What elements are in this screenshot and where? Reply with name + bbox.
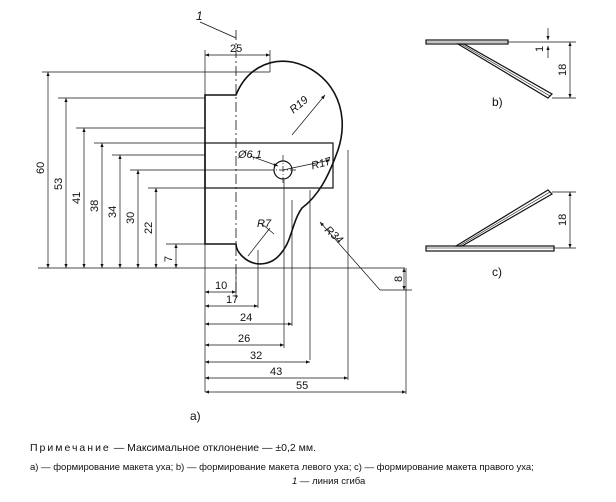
note-legend-1-text: — линия сгиба <box>297 476 366 487</box>
dim-38: 38 <box>89 200 101 212</box>
dim-43: 43 <box>270 366 282 378</box>
dim-41: 41 <box>71 192 83 204</box>
vertical-dimensions <box>38 71 405 269</box>
dim-26: 26 <box>238 333 250 345</box>
dim-55: 55 <box>296 380 308 392</box>
view-b-dim: 18 <box>557 64 569 76</box>
view-b-profile <box>425 28 576 99</box>
dim-r7: R7 <box>257 218 272 230</box>
dim-53: 53 <box>53 178 65 190</box>
dim-r34: R34 <box>322 224 345 246</box>
note-deviation: Примечание — Максимальное отклонение — ±… <box>30 442 316 454</box>
note-prim-text: — Максимальное отклонение — ±0,2 мм. <box>110 442 317 454</box>
callout-number: 1 <box>196 9 203 23</box>
dim-32: 32 <box>250 350 262 362</box>
view-c-dim: 18 <box>557 214 569 226</box>
dim-hole-diameter: Ø6,1 <box>237 149 262 161</box>
view-c-label: c) <box>492 265 502 279</box>
view-b-dim-small: 1 <box>534 46 546 52</box>
dim-22: 22 <box>143 222 155 234</box>
view-c-profile <box>425 189 576 252</box>
horizontal-dimensions <box>204 50 412 394</box>
dim-10: 10 <box>215 280 227 292</box>
dim-r17: R17 <box>310 155 333 172</box>
dim-30: 30 <box>125 212 137 224</box>
dim-top-width: 25 <box>230 43 242 55</box>
dim-17: 17 <box>226 294 238 306</box>
dim-34: 34 <box>107 206 119 218</box>
note-legend-bend: 1 — линия сгиба <box>292 476 365 487</box>
dim-r19: R19 <box>288 94 311 116</box>
dim-8: 8 <box>393 276 405 282</box>
note-legend-1: 1 <box>292 476 298 487</box>
view-b-label: b) <box>492 95 503 109</box>
callout-leader <box>199 21 237 39</box>
dim-7: 7 <box>163 256 175 262</box>
note-legend: a) — формирование макета уха; b) — форми… <box>30 462 534 473</box>
note-prim-word: Примечание <box>30 442 111 454</box>
view-a-label: a) <box>190 409 201 423</box>
dim-60: 60 <box>35 162 47 174</box>
dim-24: 24 <box>240 312 252 324</box>
